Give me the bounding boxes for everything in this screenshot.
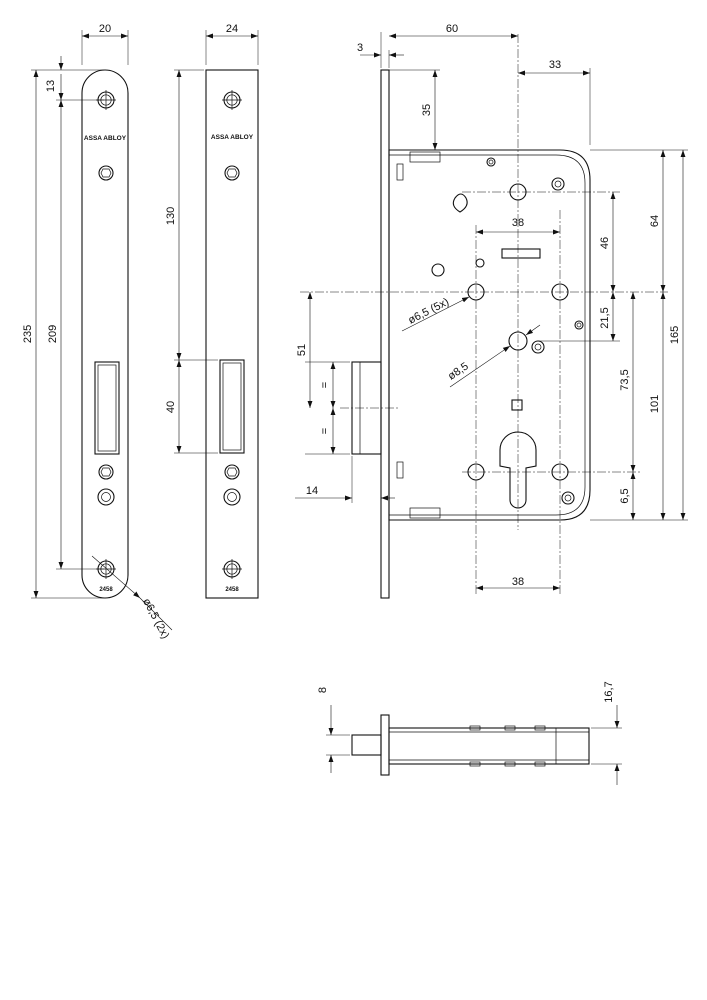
dim-top-33: 33 (549, 59, 561, 71)
roller-button (97, 488, 115, 506)
dim-plate1-length: 235 (22, 325, 34, 343)
side-latch (351, 734, 382, 756)
strike-plate-outline (205, 69, 259, 599)
hex-screw-lower-right (561, 491, 575, 505)
dim-plate2-width: 24 (226, 23, 238, 35)
dim-plate1-hole-spacing: 209 (47, 325, 59, 343)
strike-hex-screw-top (224, 165, 240, 181)
dim-eq-2: = (319, 428, 331, 434)
dim-spacing-38-bottom: 38 (512, 576, 524, 588)
hex-screw-top (98, 165, 114, 181)
cylinder-cutout (499, 431, 537, 509)
code-text-plate-2: 2458 (225, 587, 239, 593)
dim-spindle-dia: ø8,5 (446, 360, 471, 382)
lock-body-view: 60 3 33 35 38 ø6,5 (5x) ø8,5 51 = = 14 (295, 23, 688, 599)
dim-plate1-top-hole: 13 (45, 80, 57, 92)
strike-hex-screw-bottom (224, 464, 240, 480)
dim-plate1-width: 20 (99, 23, 111, 35)
latch-opening (94, 361, 120, 455)
faceplate-rounded-view: ASSA ABLOY 2458 20 13 235 209 (22, 23, 173, 641)
lock-case-outline (388, 149, 591, 521)
dim-r-101: 101 (649, 395, 661, 413)
faceplate-rounded-outline (81, 69, 129, 599)
lock-side-view: 8 16,7 (317, 681, 622, 785)
dim-r-73-5: 73,5 (619, 369, 631, 390)
hex-screw-upper-right (551, 177, 565, 191)
brand-text-plate-1: ASSA ABLOY (84, 135, 127, 142)
dim-hole-dia-5x: ø6,5 (5x) (406, 296, 451, 327)
dim-r-21-5: 21,5 (599, 307, 611, 328)
dim-plate2-130: 130 (165, 207, 177, 225)
dim-v-51: 51 (296, 344, 308, 356)
dim-body-depth: 60 (446, 23, 458, 35)
dim-r-165: 165 (669, 326, 681, 344)
dim-latch-14: 14 (306, 485, 318, 497)
dim-front-thk: 3 (357, 42, 363, 54)
side-forend (380, 714, 390, 776)
strike-opening (219, 359, 245, 454)
side-case (388, 727, 590, 765)
strike-round-hole (223, 488, 241, 506)
dim-side-8: 8 (317, 687, 329, 693)
dim-top-35: 35 (421, 104, 433, 116)
hex-screw-mid (531, 340, 545, 354)
dim-eq-1: = (319, 382, 331, 388)
dim-r-46: 46 (599, 237, 611, 249)
brand-text-plate-2: ASSA ABLOY (211, 134, 254, 141)
code-text-plate-1: 2458 (99, 587, 113, 593)
dim-spacing-38-top: 38 (512, 217, 524, 229)
strike-plate-view: ASSA ABLOY 2458 24 130 40 (165, 23, 259, 599)
hook-cutout (452, 193, 468, 213)
dim-plate1-hole-dia: ø6,5 (2x) (140, 596, 171, 640)
dim-side-16-7: 16,7 (603, 681, 615, 702)
hex-screw-bottom (98, 464, 114, 480)
forend-plate (380, 69, 390, 599)
dim-r-64: 64 (649, 215, 661, 227)
dim-r-6-5: 6,5 (619, 488, 631, 503)
dim-plate2-40: 40 (165, 401, 177, 413)
